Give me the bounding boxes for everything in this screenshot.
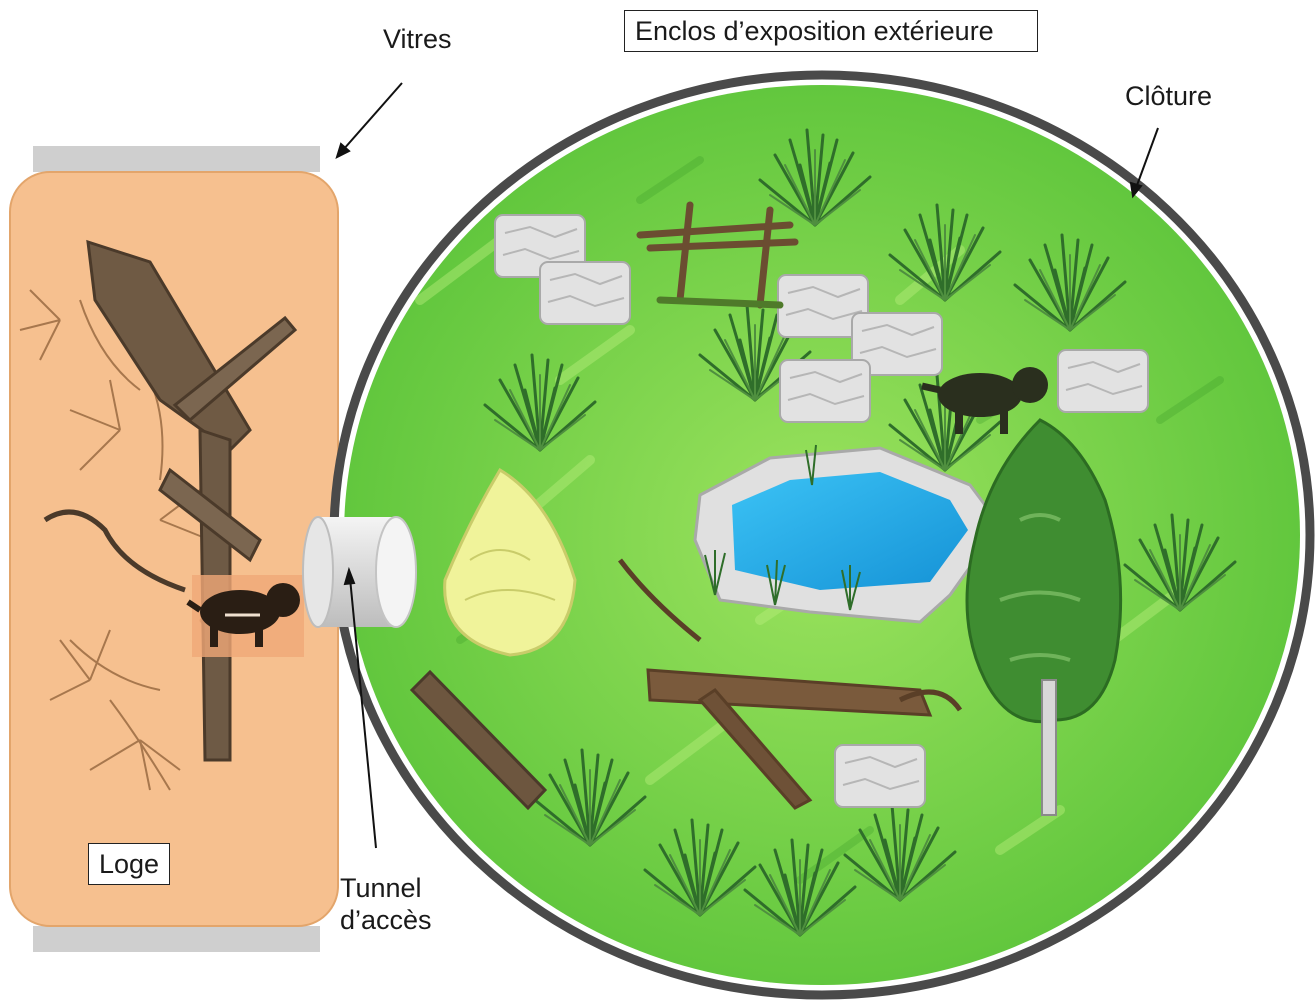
label-vitres: Vitres <box>383 23 452 55</box>
label-cloture: Clôture <box>1125 80 1212 112</box>
animal-icon <box>188 575 304 657</box>
loge-floor <box>10 172 338 926</box>
bottom-glass <box>33 926 320 952</box>
arrow-vitres <box>337 83 402 157</box>
label-tunnel-line1: Tunnel <box>340 872 432 904</box>
top-glass <box>33 146 320 172</box>
outdoor-enclosure <box>334 75 1310 995</box>
label-enclos: Enclos d’exposition extérieure <box>624 10 1038 52</box>
tunnel-icon <box>303 517 416 627</box>
label-tunnel-line2: d’accès <box>340 904 432 936</box>
label-tunnel: Tunnel d’accès <box>340 872 432 937</box>
loge-area <box>10 146 338 952</box>
label-loge: Loge <box>88 843 170 885</box>
